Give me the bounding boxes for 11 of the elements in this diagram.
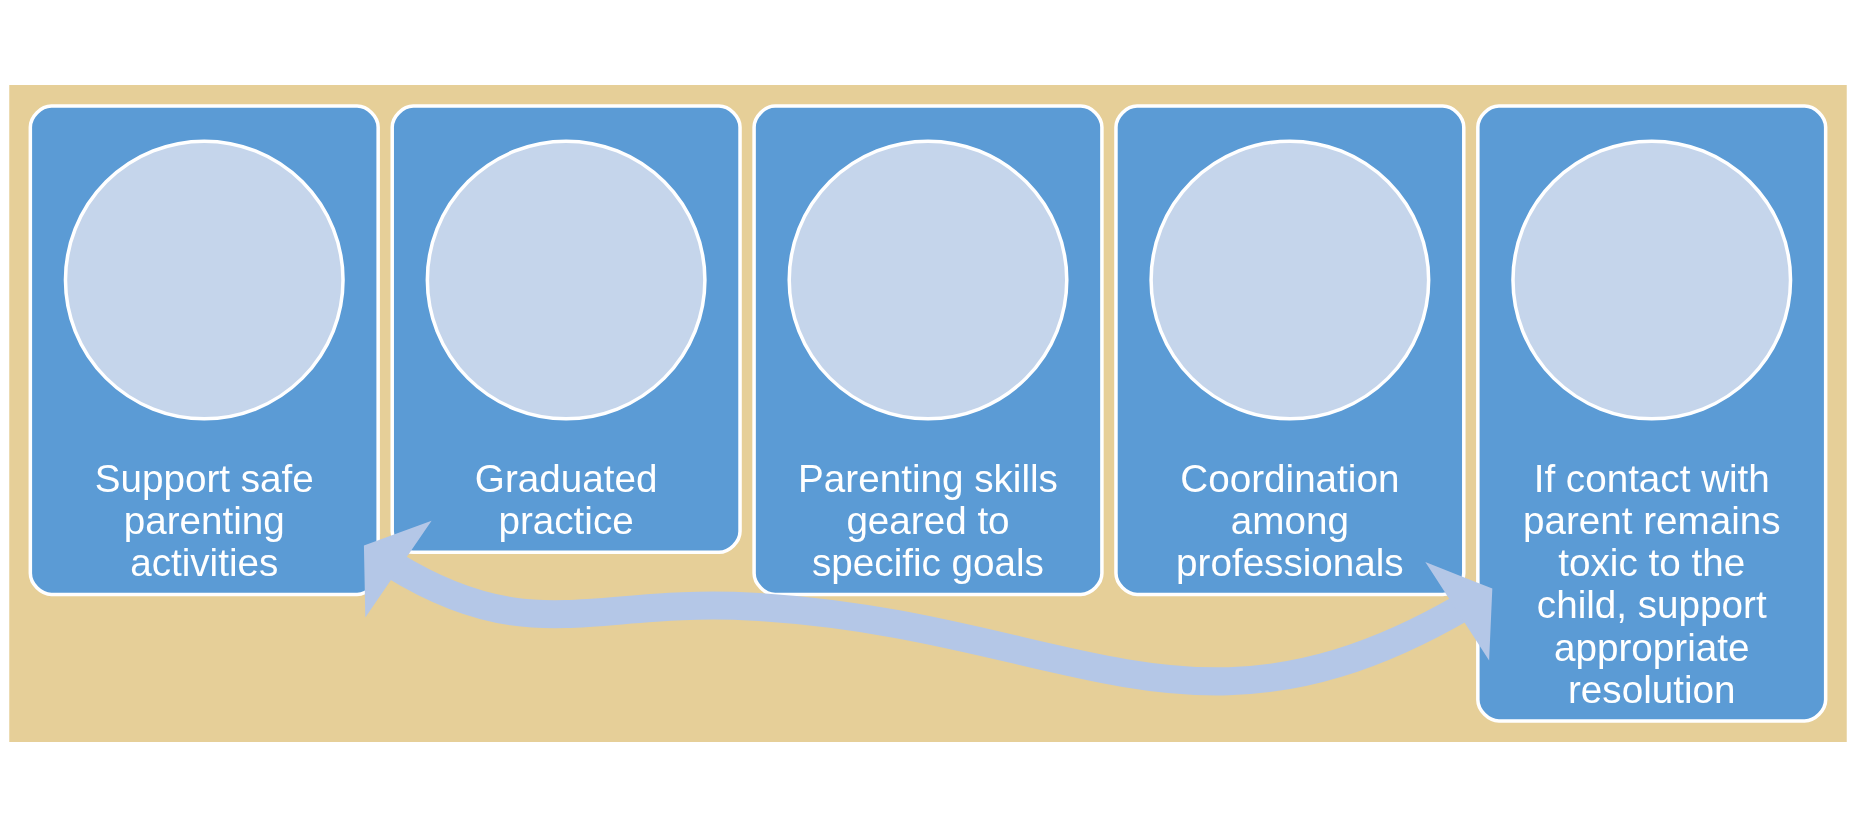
cluster: Parenting skills geared to specific goals: [752, 104, 1104, 597]
cluster: Graduated practice: [390, 104, 742, 555]
node-circle: [1511, 139, 1793, 421]
node-circle: [63, 139, 345, 421]
cluster: If contact with parent remains toxic to the child, support appropriate resolution: [1476, 104, 1828, 723]
cluster: Support safe parenting activities: [28, 104, 380, 597]
cluster: Coordination among professionals: [1114, 104, 1466, 597]
node-circle: [787, 139, 1069, 421]
node-circle: [1149, 139, 1431, 421]
node-circle: [425, 139, 707, 421]
arrow: [363, 520, 1493, 696]
